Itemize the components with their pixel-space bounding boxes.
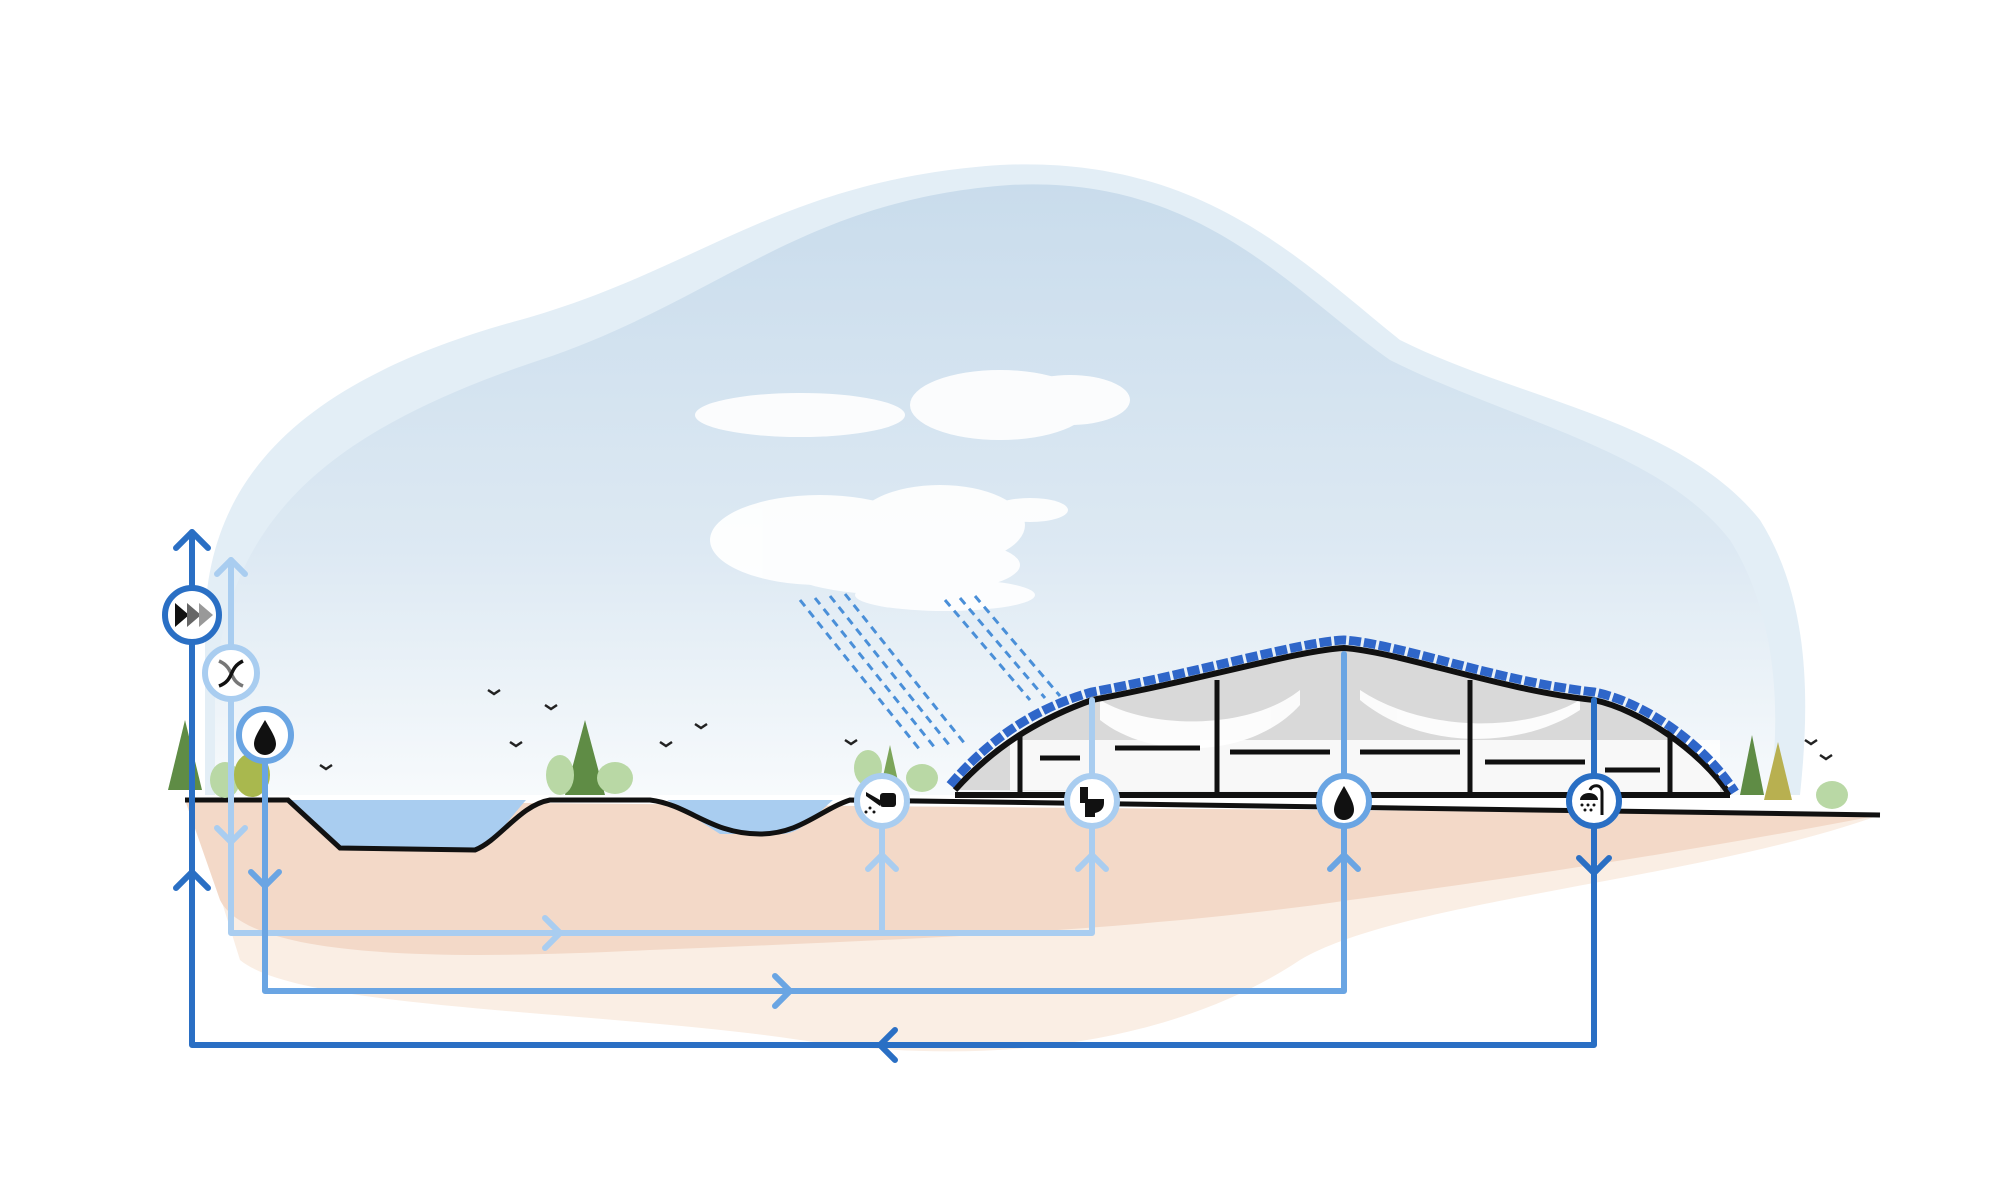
- node-water-drop-left[interactable]: [236, 706, 294, 764]
- node-shower[interactable]: [1566, 773, 1622, 829]
- clouds: [695, 370, 1130, 611]
- ground-line: [185, 797, 1881, 853]
- water-drop-icon: [1334, 786, 1354, 820]
- toilet-icon: [1080, 787, 1104, 817]
- node-water-drop-building[interactable]: [1316, 773, 1372, 829]
- node-shuffle[interactable]: [202, 644, 260, 702]
- birds: [319, 688, 1833, 771]
- water-drop-icon: [254, 720, 276, 755]
- node-toilet[interactable]: [1064, 773, 1120, 829]
- shuffle-arrows-icon: [218, 659, 244, 688]
- rain: [798, 593, 1062, 751]
- watering-can-icon: [864, 792, 896, 814]
- node-watering-can[interactable]: [854, 773, 910, 829]
- pond-left: [288, 800, 526, 850]
- node-fast-forward[interactable]: [162, 585, 222, 645]
- ground: [185, 800, 1880, 955]
- pond-right: [667, 800, 833, 834]
- shower-icon: [1580, 784, 1604, 815]
- fast-forward-icon: [175, 603, 213, 627]
